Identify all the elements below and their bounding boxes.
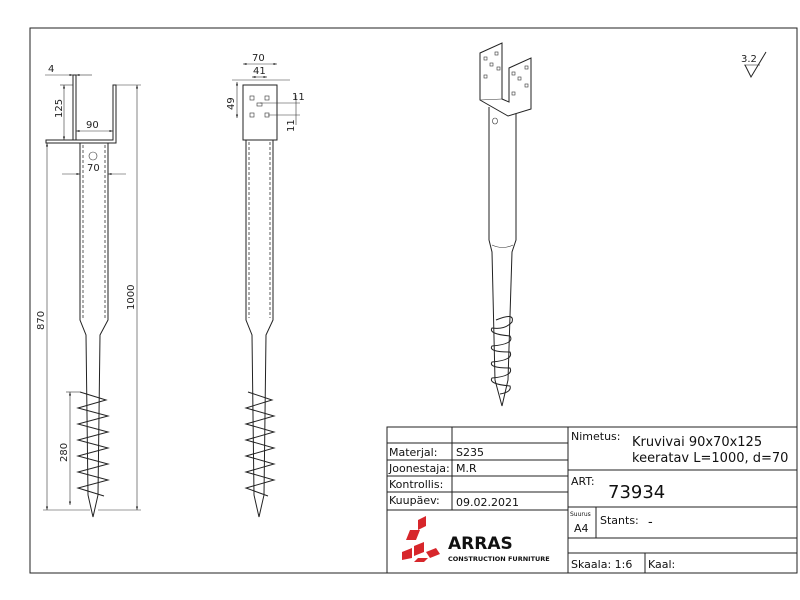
stants-value: - bbox=[648, 515, 653, 530]
suurus-label: Suurus bbox=[570, 511, 591, 518]
surface-finish-value: 3.2 bbox=[741, 54, 757, 65]
logo-name: ARRAS bbox=[448, 534, 513, 554]
dim-11-a: 11 bbox=[292, 92, 305, 103]
suurus-value: A4 bbox=[574, 522, 589, 535]
materjal-value: S235 bbox=[456, 446, 484, 459]
dim-41: 41 bbox=[253, 66, 266, 77]
dim-125: 125 bbox=[54, 99, 65, 118]
art-label: ART: bbox=[571, 475, 595, 488]
logo-subtitle: CONSTRUCTION FURNITURE bbox=[448, 555, 550, 563]
dim-4: 4 bbox=[48, 64, 54, 75]
kuupaev-label: Kuupäev: bbox=[389, 494, 440, 507]
kuupaev-value: 09.02.2021 bbox=[456, 496, 519, 509]
joonestaja-value: M.R bbox=[456, 462, 477, 475]
dim-70: 70 bbox=[87, 163, 100, 174]
nimetus-line2: keeratav L=1000, d=70 bbox=[632, 451, 788, 466]
dim-11-b: 11 bbox=[286, 119, 297, 132]
isometric-view bbox=[479, 42, 532, 407]
skaala-label: Skaala: 1:6 bbox=[571, 558, 632, 571]
title-block: Materjal: S235 Joonestaja: M.R Kontrolli… bbox=[386, 426, 798, 574]
materjal-label: Materjal: bbox=[389, 446, 437, 459]
arras-logo: ARRAS CONSTRUCTION FURNITURE bbox=[402, 516, 550, 563]
front-view: 4 125 90 70 870 1000 280 bbox=[36, 64, 141, 518]
dim-90: 90 bbox=[86, 120, 99, 131]
arras-logo-mark bbox=[402, 516, 440, 562]
joonestaja-label: Joonestaja: bbox=[388, 462, 450, 475]
dim-49: 49 bbox=[226, 97, 237, 110]
side-view: 70 41 49 11 11 bbox=[226, 53, 305, 518]
nimetus-label: Nimetus: bbox=[571, 430, 621, 443]
nimetus-line1: Kruvivai 90x70x125 bbox=[632, 435, 762, 450]
art-number: 73934 bbox=[608, 482, 665, 503]
kontrollis-label: Kontrollis: bbox=[389, 478, 443, 491]
drawing-frame bbox=[29, 27, 798, 574]
dim-280: 280 bbox=[59, 443, 70, 462]
dim-70-side: 70 bbox=[252, 53, 265, 64]
dim-870: 870 bbox=[36, 311, 47, 330]
surface-finish-symbol: 3.2 bbox=[741, 51, 767, 79]
kaal-label: Kaal: bbox=[648, 558, 675, 571]
dim-1000: 1000 bbox=[126, 285, 137, 310]
stants-label: Stants: bbox=[600, 514, 639, 527]
